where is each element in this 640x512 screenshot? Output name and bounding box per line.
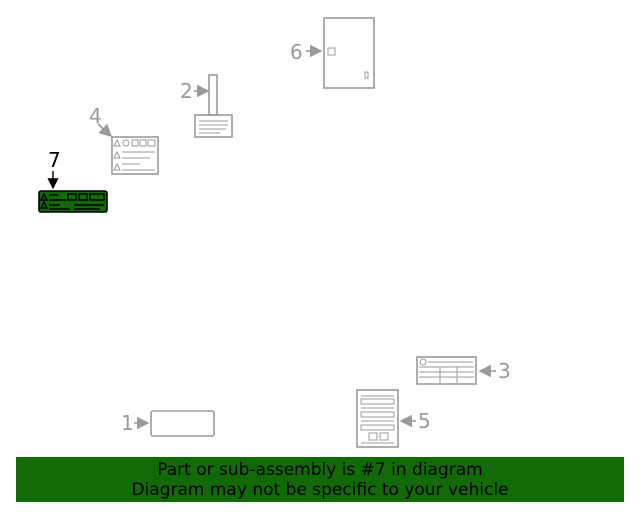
callout-6: 6 bbox=[290, 40, 323, 64]
svg-text:6: 6 bbox=[290, 40, 303, 64]
part-6-label[interactable] bbox=[323, 17, 375, 89]
part-1-label[interactable] bbox=[150, 410, 215, 437]
svg-text:3: 3 bbox=[498, 359, 511, 383]
svg-text:4: 4 bbox=[89, 104, 102, 128]
callout-7: 7 bbox=[47, 148, 61, 190]
svg-text:5: 5 bbox=[418, 409, 431, 433]
svg-text:2: 2 bbox=[180, 79, 193, 103]
part-5-label[interactable] bbox=[356, 389, 399, 448]
banner-line-1: Part or sub-assembly is #7 in diagram bbox=[157, 460, 483, 480]
svg-text:1: 1 bbox=[121, 411, 134, 435]
part-7-label[interactable] bbox=[38, 190, 108, 213]
callout-1: 1 bbox=[121, 411, 150, 435]
banner-line-2: Diagram may not be specific to your vehi… bbox=[131, 480, 509, 500]
part-3-label[interactable] bbox=[416, 356, 477, 385]
info-banner: Part or sub-assembly is #7 in diagram Di… bbox=[16, 457, 624, 502]
callout-5: 5 bbox=[399, 409, 431, 433]
callout-3: 3 bbox=[478, 359, 511, 383]
part-2-label[interactable] bbox=[194, 74, 233, 138]
part-4-label[interactable] bbox=[111, 136, 159, 175]
callout-2: 2 bbox=[180, 79, 210, 103]
svg-text:7: 7 bbox=[48, 148, 61, 172]
callout-4: 4 bbox=[89, 104, 113, 138]
